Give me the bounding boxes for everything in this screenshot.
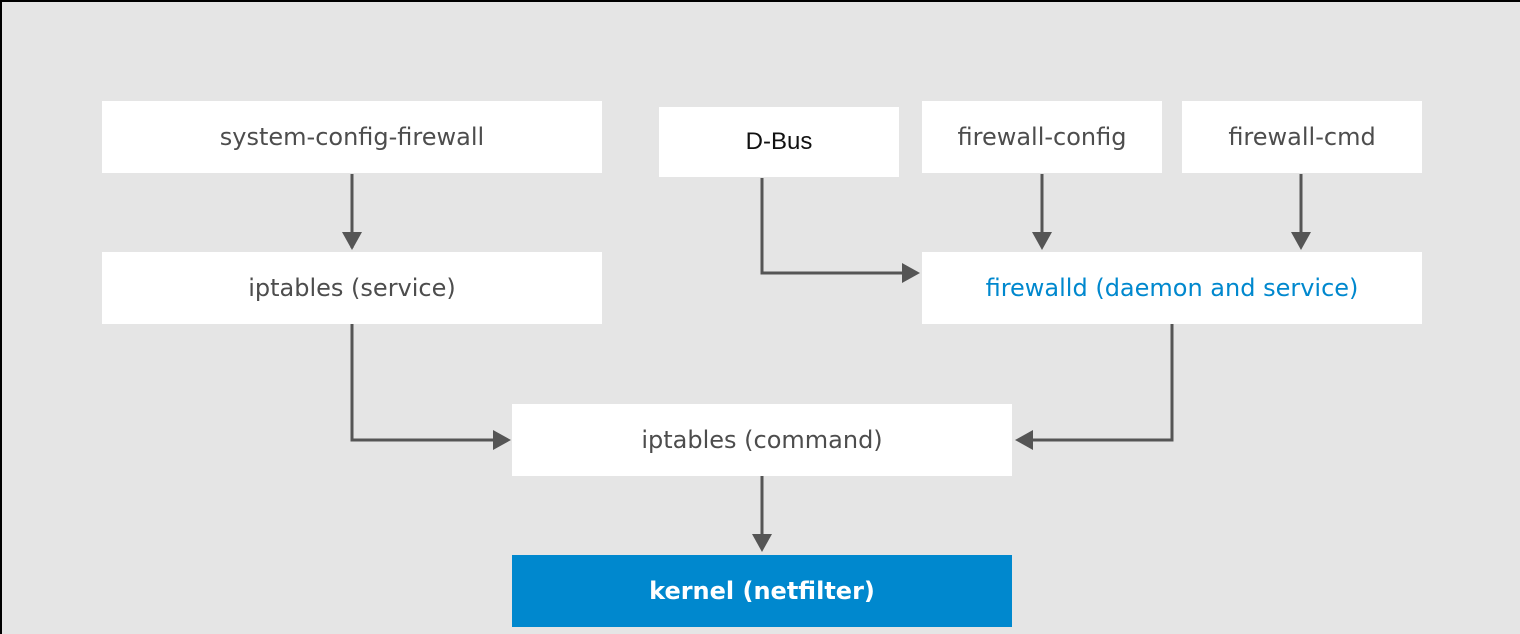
node-iptables-command: iptables (command): [512, 404, 1012, 476]
arrowhead-firewalld: [1015, 430, 1033, 450]
edge-iptables-service-to-command: [350, 324, 494, 442]
node-firewall-cmd: firewall-cmd: [1182, 101, 1422, 173]
arrowhead-firewall-cmd: [1291, 232, 1311, 250]
node-firewall-config: firewall-config: [922, 101, 1162, 173]
node-kernel-netfilter: kernel (netfilter): [512, 555, 1012, 627]
edge-dbus-to-firewalld: [760, 178, 902, 275]
arrowhead-command: [752, 534, 772, 552]
node-firewalld: firewalld (daemon and service): [922, 252, 1422, 324]
edge-firewalld-to-command: [1032, 324, 1174, 442]
arrowhead-dbus: [902, 263, 920, 283]
arrowhead-iptables-service: [493, 430, 511, 450]
node-dbus: D-Bus: [659, 107, 899, 177]
arrowhead-sysconfig: [342, 232, 362, 250]
arrowhead-firewall-config: [1032, 232, 1052, 250]
node-system-config-firewall: system-config-firewall: [102, 101, 602, 173]
node-iptables-service: iptables (service): [102, 252, 602, 324]
